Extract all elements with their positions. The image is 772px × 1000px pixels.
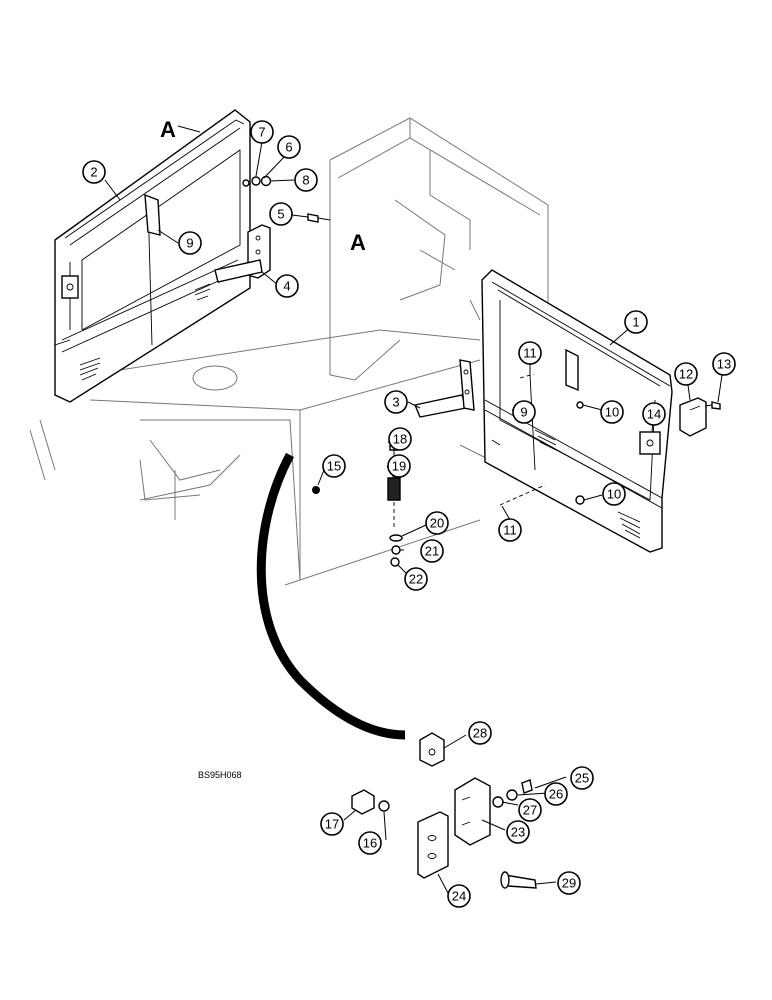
callout-20: 20	[425, 511, 449, 535]
callout-9-right: 9	[512, 400, 536, 424]
svg-text:24: 24	[452, 889, 466, 904]
bracket-12	[679, 397, 721, 437]
plug-15	[312, 486, 320, 494]
callout-27: 27	[518, 798, 542, 822]
callout-21: 21	[420, 539, 444, 563]
svg-text:5: 5	[277, 207, 284, 222]
right-door-panel	[481, 269, 673, 553]
callout-6: 6	[277, 135, 301, 159]
svg-text:6: 6	[285, 140, 292, 155]
callout-18: 18	[388, 427, 412, 451]
svg-text:14: 14	[647, 407, 661, 422]
callout-5: 5	[269, 202, 293, 226]
callout-7: 7	[250, 120, 274, 144]
svg-text:21: 21	[425, 544, 439, 559]
svg-text:27: 27	[523, 803, 537, 818]
svg-text:15: 15	[327, 459, 341, 474]
clamp-assembly	[351, 732, 537, 889]
callout-8: 8	[294, 168, 318, 192]
handle-3	[414, 359, 475, 418]
svg-text:11: 11	[523, 346, 537, 361]
svg-text:10: 10	[605, 405, 619, 420]
svg-text:4: 4	[283, 279, 290, 294]
callout-17: 17	[320, 812, 344, 836]
svg-text:9: 9	[186, 236, 193, 251]
svg-text:3: 3	[392, 395, 399, 410]
hose	[256, 452, 406, 740]
svg-text:13: 13	[717, 357, 731, 372]
svg-text:29: 29	[562, 876, 576, 891]
callout-11-upper: 11	[518, 341, 542, 365]
svg-text:11: 11	[503, 523, 517, 538]
callout-12: 12	[674, 362, 698, 386]
callout-28: 28	[468, 721, 492, 745]
svg-text:28: 28	[473, 726, 487, 741]
svg-text:23: 23	[511, 825, 525, 840]
svg-text:18: 18	[393, 432, 407, 447]
callout-23: 23	[506, 820, 530, 844]
svg-text:25: 25	[575, 771, 589, 786]
section-marker-a-left: A	[160, 117, 176, 142]
callout-24: 24	[447, 884, 471, 908]
callout-11-lower: 11	[498, 518, 522, 542]
chassis-outline	[29, 117, 549, 586]
left-door-panel	[54, 109, 251, 403]
callout-14: 14	[642, 402, 666, 426]
svg-text:8: 8	[302, 173, 309, 188]
callout-10-upper: 10	[600, 400, 624, 424]
svg-text:1: 1	[632, 315, 639, 330]
callout-13: 13	[712, 352, 736, 376]
svg-text:19: 19	[392, 459, 406, 474]
svg-text:26: 26	[549, 787, 563, 802]
svg-text:9: 9	[520, 405, 527, 420]
svg-text:17: 17	[325, 817, 339, 832]
hardware-5-8	[242, 175, 331, 223]
callout-22: 22	[404, 567, 428, 591]
hinge-bracket-4	[214, 224, 271, 283]
svg-text:7: 7	[258, 125, 265, 140]
svg-text:10: 10	[607, 487, 621, 502]
callout-10-lower: 10	[602, 482, 626, 506]
callout-26: 26	[544, 782, 568, 806]
svg-text:12: 12	[679, 367, 693, 382]
svg-text:16: 16	[363, 836, 377, 851]
figure-code: BS95H068	[198, 770, 242, 780]
callout-25: 25	[570, 766, 594, 790]
svg-text:22: 22	[409, 572, 423, 587]
callout-9-left: 9	[178, 231, 202, 255]
callout-4: 4	[275, 274, 299, 298]
section-marker-a-right: A	[350, 230, 366, 255]
callout-15: 15	[322, 454, 346, 478]
callout-19: 19	[387, 454, 411, 478]
callout-2: 2	[82, 160, 106, 184]
callout-3: 3	[384, 390, 408, 414]
svg-text:2: 2	[90, 165, 97, 180]
callout-16: 16	[358, 831, 382, 855]
callout-29: 29	[557, 871, 581, 895]
svg-text:20: 20	[430, 516, 444, 531]
callout-1: 1	[624, 310, 648, 334]
